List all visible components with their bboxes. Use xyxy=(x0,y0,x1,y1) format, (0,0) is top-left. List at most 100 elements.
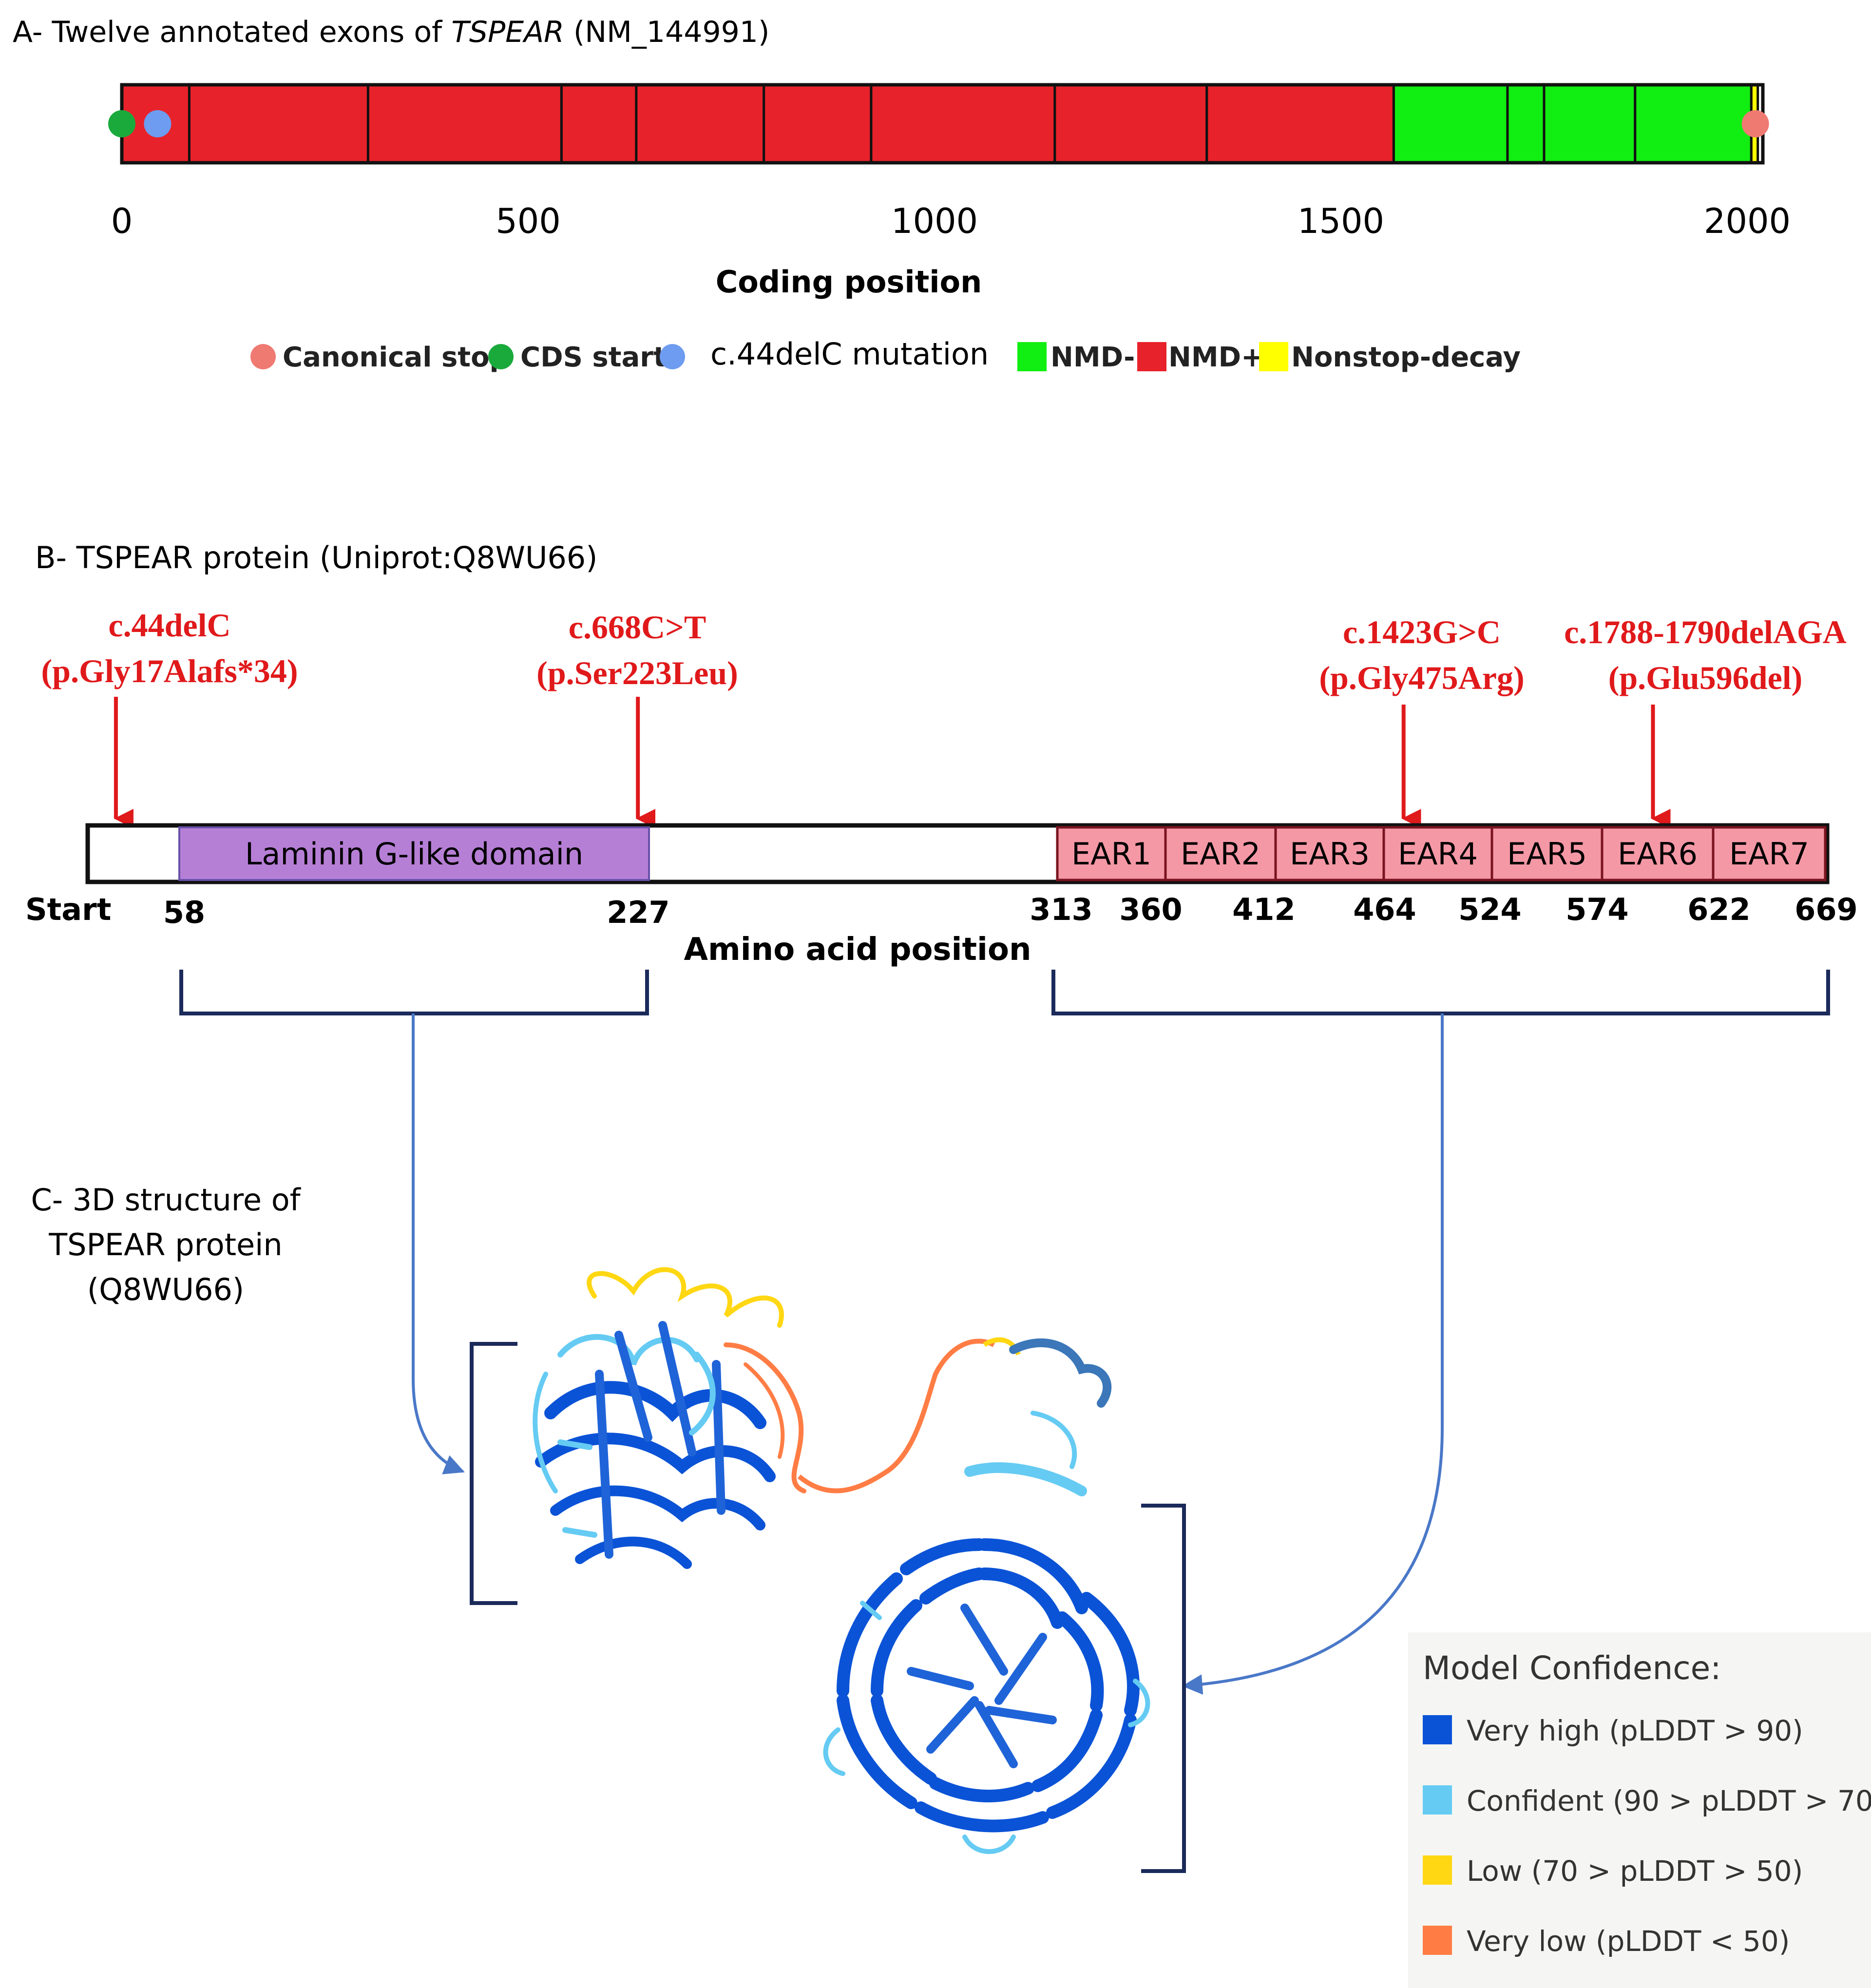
panel-c-title-line: C- 3D structure of xyxy=(31,1182,301,1218)
ear-domain-box xyxy=(1601,826,1715,881)
exon-segment xyxy=(188,83,369,164)
exon-segment xyxy=(1634,83,1753,164)
exon-track xyxy=(108,83,1769,165)
panel-a-title: A- Twelve annotated exons of TSPEAR (NM_… xyxy=(13,15,769,49)
legend-label-c44delc-mutation: c.44delC mutation xyxy=(710,336,989,372)
ear-brace xyxy=(1051,970,1830,1015)
aa-tick-label: 360 xyxy=(1119,892,1182,927)
ear-domain-label: EAR3 xyxy=(1290,836,1370,872)
structure-brackets xyxy=(470,1342,1186,1873)
aa-tick-label: 669 xyxy=(1795,892,1857,927)
axis-label-amino-acid-position: Amino acid position xyxy=(684,932,1031,968)
exon-segment xyxy=(1205,83,1395,164)
aa-tick-label: 464 xyxy=(1353,892,1416,927)
laminin-g-like-domain xyxy=(178,826,650,881)
legend-swatch-c44delc-mutation xyxy=(660,344,685,369)
ear-domain-box xyxy=(1164,826,1277,881)
mutation-arrows xyxy=(114,697,1671,828)
laminin-domain-structure xyxy=(533,1267,806,1569)
domain-braces xyxy=(179,970,1830,1015)
exon-segment xyxy=(366,83,563,164)
exon-segment xyxy=(1053,83,1208,164)
mutation-label-line2: (p.Gly475Arg) xyxy=(1319,659,1524,696)
ear-domain-label: EAR1 xyxy=(1071,836,1151,872)
exon-segment xyxy=(1506,83,1546,164)
legend-label-nonstop-decay: Nonstop-decay xyxy=(1291,342,1521,373)
aa-tick-label: 58 xyxy=(163,895,205,930)
axis-label-coding-position: Coding position xyxy=(716,264,982,300)
ear-domain-label: EAR5 xyxy=(1507,836,1587,872)
confidence-swatch-low xyxy=(1423,1855,1452,1885)
ear-propeller-structure xyxy=(823,1338,1150,1854)
exon-legend: Canonical stop CDS start c.44delC mutati… xyxy=(250,336,1521,373)
mutation-label-line2: (p.Glu596del) xyxy=(1608,659,1803,696)
panel-c-title-line: (Q8WU66) xyxy=(87,1272,244,1307)
start-label: Start xyxy=(25,892,111,927)
mutation-label-line1: c.668C>T xyxy=(569,609,706,646)
mutation-label-line2: (p.Gly17Alafs*34) xyxy=(41,652,298,689)
connector-arrow-ear xyxy=(1182,1013,1444,1695)
model-confidence-title: Model Confidence: xyxy=(1423,1649,1721,1687)
legend-label-canonical-stop: Canonical stop xyxy=(283,342,509,373)
panel-c-title-line: TSPEAR protein xyxy=(48,1227,282,1262)
laminin-domain-label: Laminin G-like domain xyxy=(245,836,583,872)
legend-swatch-nmd-minus xyxy=(1017,342,1047,371)
aa-tick-label: 574 xyxy=(1566,892,1628,927)
confidence-label-low: Low (70 > pLDDT > 50) xyxy=(1467,1854,1803,1888)
exon-segment xyxy=(560,83,638,164)
confidence-swatch-very-high xyxy=(1423,1715,1452,1744)
linker-loop xyxy=(797,1338,995,1493)
ear-domain-box xyxy=(1712,826,1827,881)
exon-segment xyxy=(1543,83,1637,164)
panel-c-title: C- 3D structure of TSPEAR protein (Q8WU6… xyxy=(31,1182,301,1307)
ear-domain-label: EAR2 xyxy=(1181,836,1260,872)
aa-tick-label: 622 xyxy=(1687,892,1750,927)
exon-segment xyxy=(1392,83,1509,164)
legend-label-nmd-minus: NMD- xyxy=(1050,342,1135,373)
left-structure-bracket xyxy=(470,1342,517,1605)
ear-domain-label: EAR7 xyxy=(1729,836,1809,872)
ear-domain-label: EAR6 xyxy=(1618,836,1698,872)
legend-swatch-nonstop-decay xyxy=(1259,342,1288,371)
c44delc-mutation-marker xyxy=(144,110,172,137)
mutation-label-line2: (p.Ser223Leu) xyxy=(536,654,738,691)
legend-label-cds-start: CDS start xyxy=(520,342,667,373)
legend-label-nmd-plus: NMD+ xyxy=(1168,342,1264,373)
amino-acid-axis: Start 58 227 313 360 412 464 524 574 622… xyxy=(25,892,1858,968)
axis-tick-label: 0 xyxy=(111,201,133,241)
confidence-label-very-low: Very low (pLDDT < 50) xyxy=(1467,1925,1790,1958)
aa-tick-label: 412 xyxy=(1232,892,1295,927)
cds-start-marker xyxy=(108,110,135,137)
connector-arrow-laminin xyxy=(412,1013,465,1474)
connector-arrows xyxy=(412,1013,1444,1695)
confidence-swatch-confident xyxy=(1423,1785,1452,1815)
protein-3d-structure-image xyxy=(533,1267,1150,1854)
model-confidence-panel xyxy=(1408,1632,1871,1988)
axis-tick-label: 1000 xyxy=(891,201,978,241)
exon-segment xyxy=(635,83,765,164)
confidence-label-confident: Confident (90 > pLDDT > 70) xyxy=(1467,1784,1871,1817)
legend-swatch-cds-start xyxy=(488,344,514,369)
mutation-label-line1: c.44delC xyxy=(108,607,230,644)
legend-swatch-canonical-stop xyxy=(250,344,276,369)
axis-tick-label: 1500 xyxy=(1298,201,1384,241)
mutation-label-line1: c.1788-1790delAGA xyxy=(1564,613,1847,650)
ear-domain-label: EAR4 xyxy=(1398,836,1478,872)
axis-tick-label: 2000 xyxy=(1704,201,1791,241)
exon-segment xyxy=(763,83,873,164)
laminin-brace xyxy=(179,970,649,1015)
aa-tick-label: 313 xyxy=(1030,892,1092,927)
confidence-swatch-very-low xyxy=(1423,1926,1452,1955)
mutation-label-line1: c.1423G>C xyxy=(1343,613,1501,650)
aa-tick-label: 227 xyxy=(607,895,669,930)
panel-b-title: B- TSPEAR protein (Uniprot:Q8WU66) xyxy=(35,540,597,575)
axis-tick-label: 500 xyxy=(496,201,561,241)
legend-swatch-nmd-plus xyxy=(1137,342,1166,371)
canonical-stop-marker xyxy=(1741,110,1769,137)
exon-segment xyxy=(870,83,1056,164)
coding-position-axis: 0 500 1000 1500 2000 Coding position xyxy=(111,201,1791,300)
mutation-labels: c.44delC (p.Gly17Alafs*34) c.668C>T (p.S… xyxy=(41,607,1847,696)
right-structure-bracket xyxy=(1141,1504,1186,1873)
protein-track: Laminin G-like domain EAR1 EAR2 EAR3 EAR4 EA… xyxy=(85,823,1830,884)
